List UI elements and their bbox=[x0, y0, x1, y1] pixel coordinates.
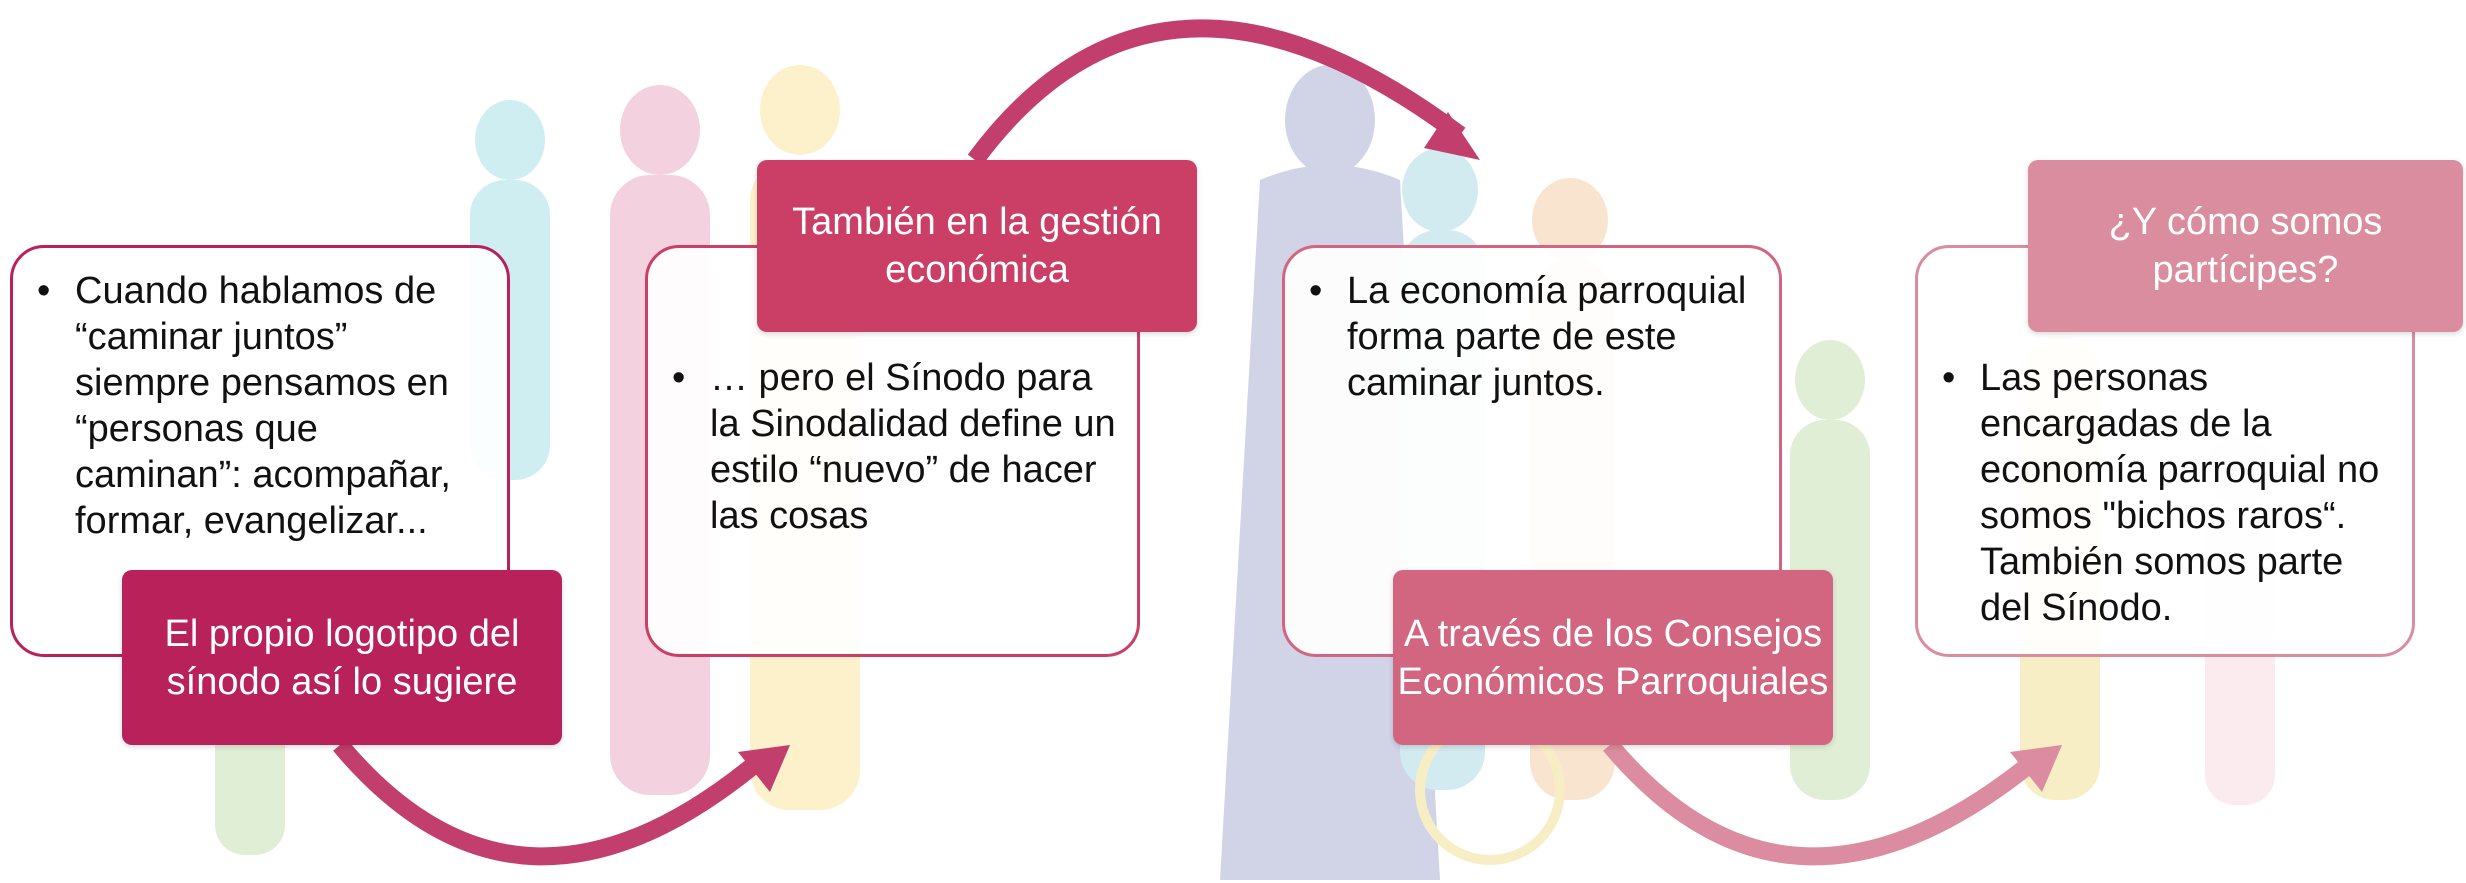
step-3-title: A través de los Consejos Económicos Parr… bbox=[1393, 570, 1833, 745]
step-2-title: También en la gestión económica bbox=[757, 160, 1197, 332]
arrow-2-to-3 bbox=[967, 19, 1466, 166]
step-2-list: … pero el Sínodo para la Sinodalidad def… bbox=[660, 355, 1121, 539]
step-4-text: Las personas encargadas de la economía p… bbox=[1942, 355, 2396, 631]
step-2-title-text: También en la gestión económica bbox=[792, 201, 1162, 291]
arrow-1-to-2 bbox=[333, 739, 766, 866]
arrow-3-head bbox=[2010, 745, 2062, 792]
step-3-title-text: A través de los Consejos Económicos Parr… bbox=[1397, 612, 1829, 703]
step-4-list: Las personas encargadas de la economía p… bbox=[1930, 355, 2396, 631]
step-4-title-text: ¿Y cómo somos partícipes? bbox=[2108, 201, 2383, 291]
step-1-title-text: El propio logotipo del sínodo así lo sug… bbox=[164, 612, 520, 703]
arrow-1-head bbox=[738, 745, 790, 792]
arrow-3-to-4 bbox=[1603, 739, 2041, 866]
step-1-title: El propio logotipo del sínodo así lo sug… bbox=[122, 570, 562, 745]
step-3-list: La economía parroquial forma parte de es… bbox=[1297, 268, 1755, 406]
step-3-text: La economía parroquial forma parte de es… bbox=[1309, 268, 1755, 406]
step-4-title: ¿Y cómo somos partícipes? bbox=[2028, 160, 2463, 332]
step-2-text: … pero el Sínodo para la Sinodalidad def… bbox=[672, 355, 1121, 539]
arrow-2-head bbox=[1424, 112, 1480, 160]
step-1-list: Cuando hablamos de “caminar juntos” siem… bbox=[25, 268, 491, 544]
step-1-text: Cuando hablamos de “caminar juntos” siem… bbox=[37, 268, 491, 544]
